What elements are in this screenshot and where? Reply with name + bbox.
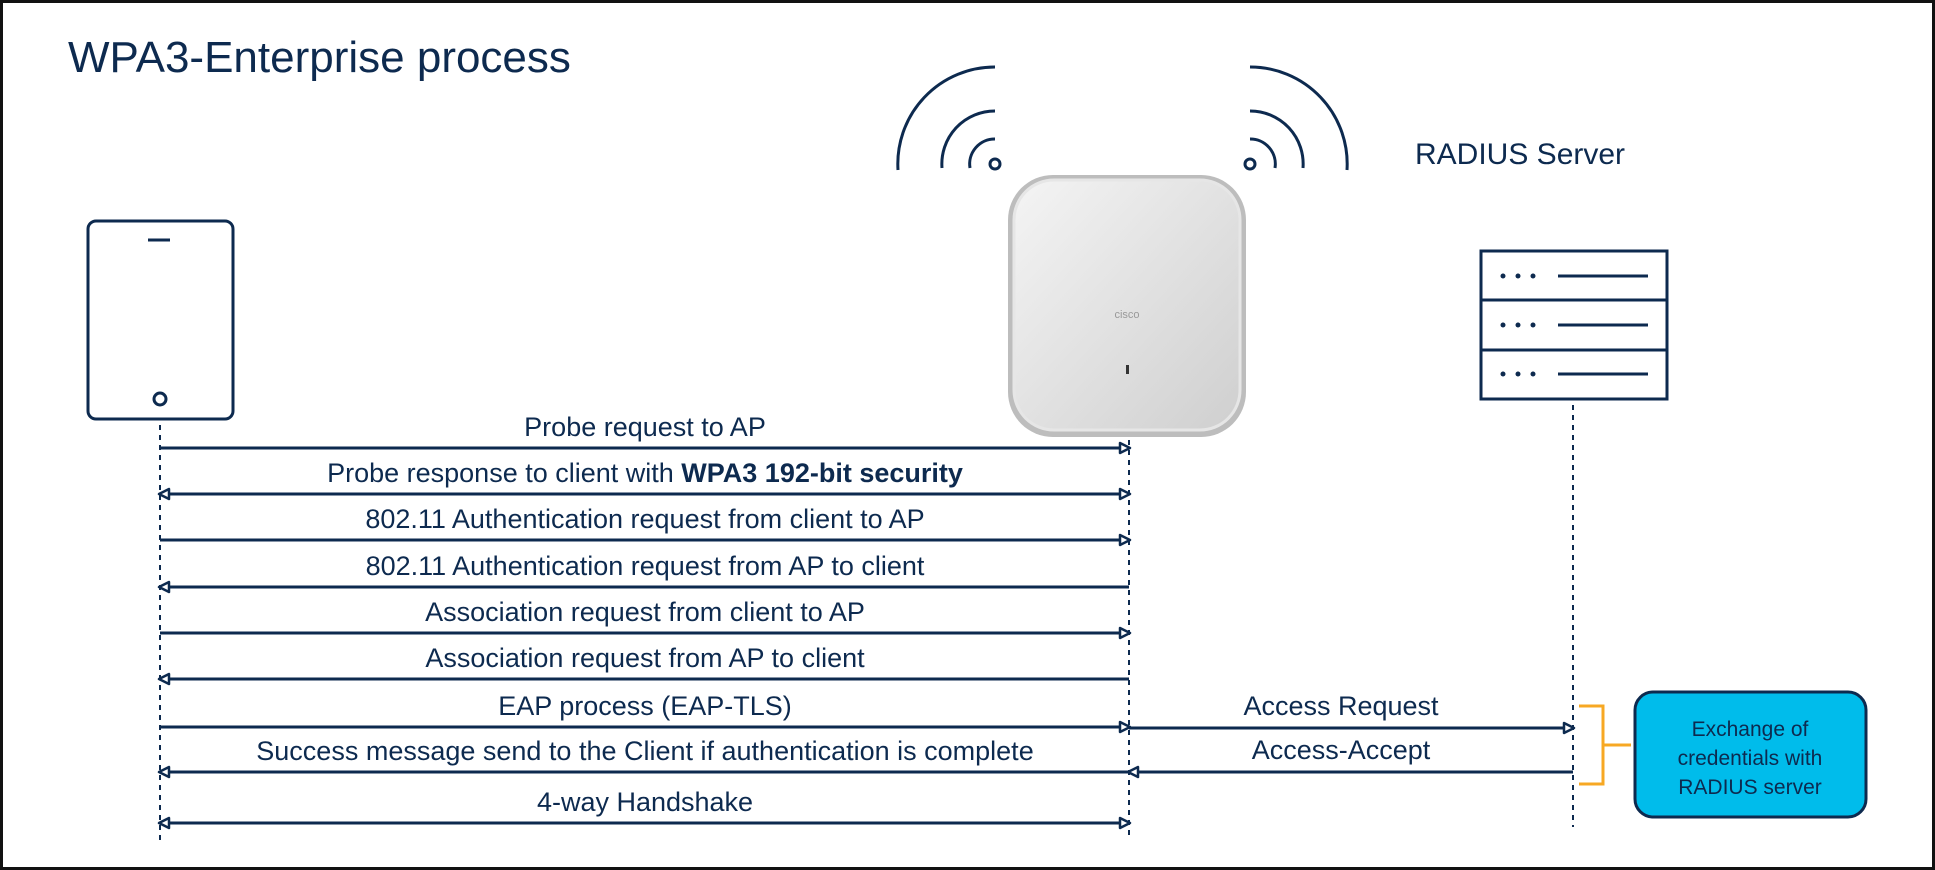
bracket-connector: [1579, 704, 1631, 786]
message-text: Probe request to AP: [524, 412, 766, 442]
message-text: Probe response to client with: [327, 458, 681, 488]
message-text: EAP process (EAP-TLS): [498, 691, 792, 721]
message-label: Association request from AP to client: [425, 643, 865, 673]
message-label: 802.11 Authentication request from AP to…: [366, 551, 925, 581]
message-text: 802.11 Authentication request from clien…: [365, 504, 924, 534]
server-message-label: Access-Accept: [1252, 735, 1431, 765]
message-label: Association request from client to AP: [425, 597, 865, 627]
message-text: 802.11 Authentication request from AP to…: [366, 551, 925, 581]
message-text: 4-way Handshake: [537, 787, 753, 817]
callout-line: Exchange of: [1692, 718, 1809, 741]
message-text: Success message send to the Client if au…: [256, 736, 1033, 766]
message-label: 4-way Handshake: [537, 787, 753, 817]
message-bold-text: WPA3 192-bit security: [681, 458, 963, 488]
callout-line: RADIUS server: [1678, 776, 1822, 799]
message-text: Association request from client to AP: [425, 597, 865, 627]
wifi-signal-icon-right: [1243, 65, 1349, 171]
server-icon: [1479, 249, 1669, 401]
radius-server-label: RADIUS Server: [1415, 138, 1625, 171]
access-point-image: cisco: [1008, 175, 1246, 437]
cisco-logo: cisco: [1114, 309, 1139, 321]
message-label: EAP process (EAP-TLS): [498, 691, 792, 721]
message-text: Association request from AP to client: [425, 643, 865, 673]
message-label: 802.11 Authentication request from clien…: [365, 504, 924, 534]
server-message-label: Access Request: [1243, 691, 1439, 721]
client-device-icon: [86, 219, 235, 421]
page-title: WPA3-Enterprise process: [68, 33, 571, 82]
message-label: Probe response to client with WPA3 192-b…: [327, 458, 963, 488]
callout-line: credentials with: [1678, 747, 1823, 770]
callout-box: Exchange of credentials with RADIUS serv…: [1633, 690, 1868, 819]
wifi-signal-icon-left: [896, 65, 1002, 171]
message-label: Probe request to AP: [524, 412, 766, 442]
message-label: Success message send to the Client if au…: [256, 736, 1033, 766]
